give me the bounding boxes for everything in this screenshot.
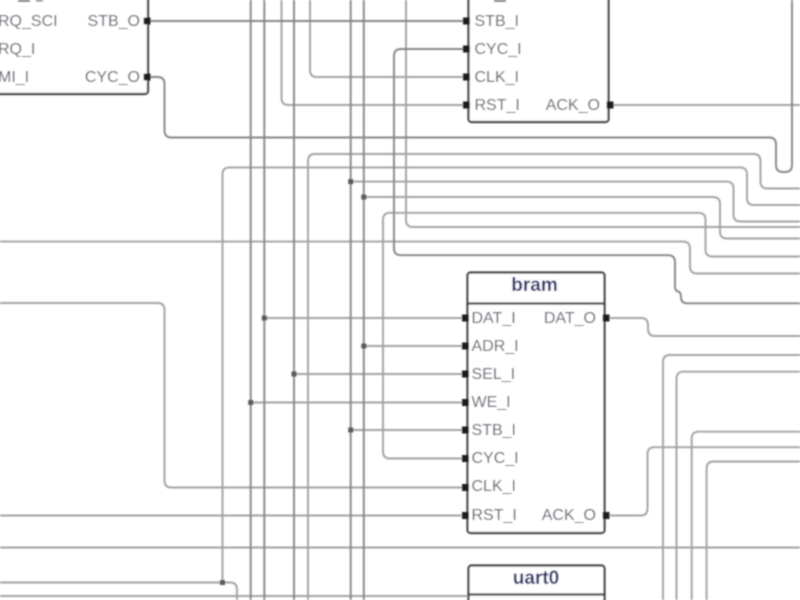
svg-text:ACK_O: ACK_O bbox=[546, 97, 600, 114]
svg-text:bram: bram bbox=[511, 275, 557, 296]
svg-text:STB_I: STB_I bbox=[475, 13, 519, 30]
svg-text:STB_I: STB_I bbox=[472, 422, 516, 439]
svg-text:CYC_I: CYC_I bbox=[475, 41, 522, 58]
svg-text:CLK_I: CLK_I bbox=[475, 69, 519, 86]
svg-text:WE_I: WE_I bbox=[472, 394, 511, 411]
svg-text:uart0: uart0 bbox=[513, 568, 559, 589]
svg-text:RQ_SCI: RQ_SCI bbox=[0, 13, 58, 30]
svg-text:CLK_I: CLK_I bbox=[472, 478, 516, 495]
svg-text:DAT_O: DAT_O bbox=[544, 310, 596, 327]
svg-text:ACK_O: ACK_O bbox=[542, 507, 596, 524]
svg-text:CYC_O: CYC_O bbox=[85, 69, 140, 86]
svg-text:STB_O: STB_O bbox=[88, 13, 140, 30]
svg-text:MI_I: MI_I bbox=[0, 69, 29, 86]
svg-text:ADR_I: ADR_I bbox=[472, 338, 519, 355]
svg-text:DAT_I: DAT_I bbox=[472, 310, 516, 327]
svg-text:RST_I: RST_I bbox=[475, 97, 520, 114]
svg-text:CYC_I: CYC_I bbox=[472, 450, 519, 467]
svg-text:RQ_I: RQ_I bbox=[0, 41, 35, 58]
svg-text:RST_I: RST_I bbox=[472, 507, 517, 524]
svg-text:SEL_I: SEL_I bbox=[472, 366, 516, 383]
